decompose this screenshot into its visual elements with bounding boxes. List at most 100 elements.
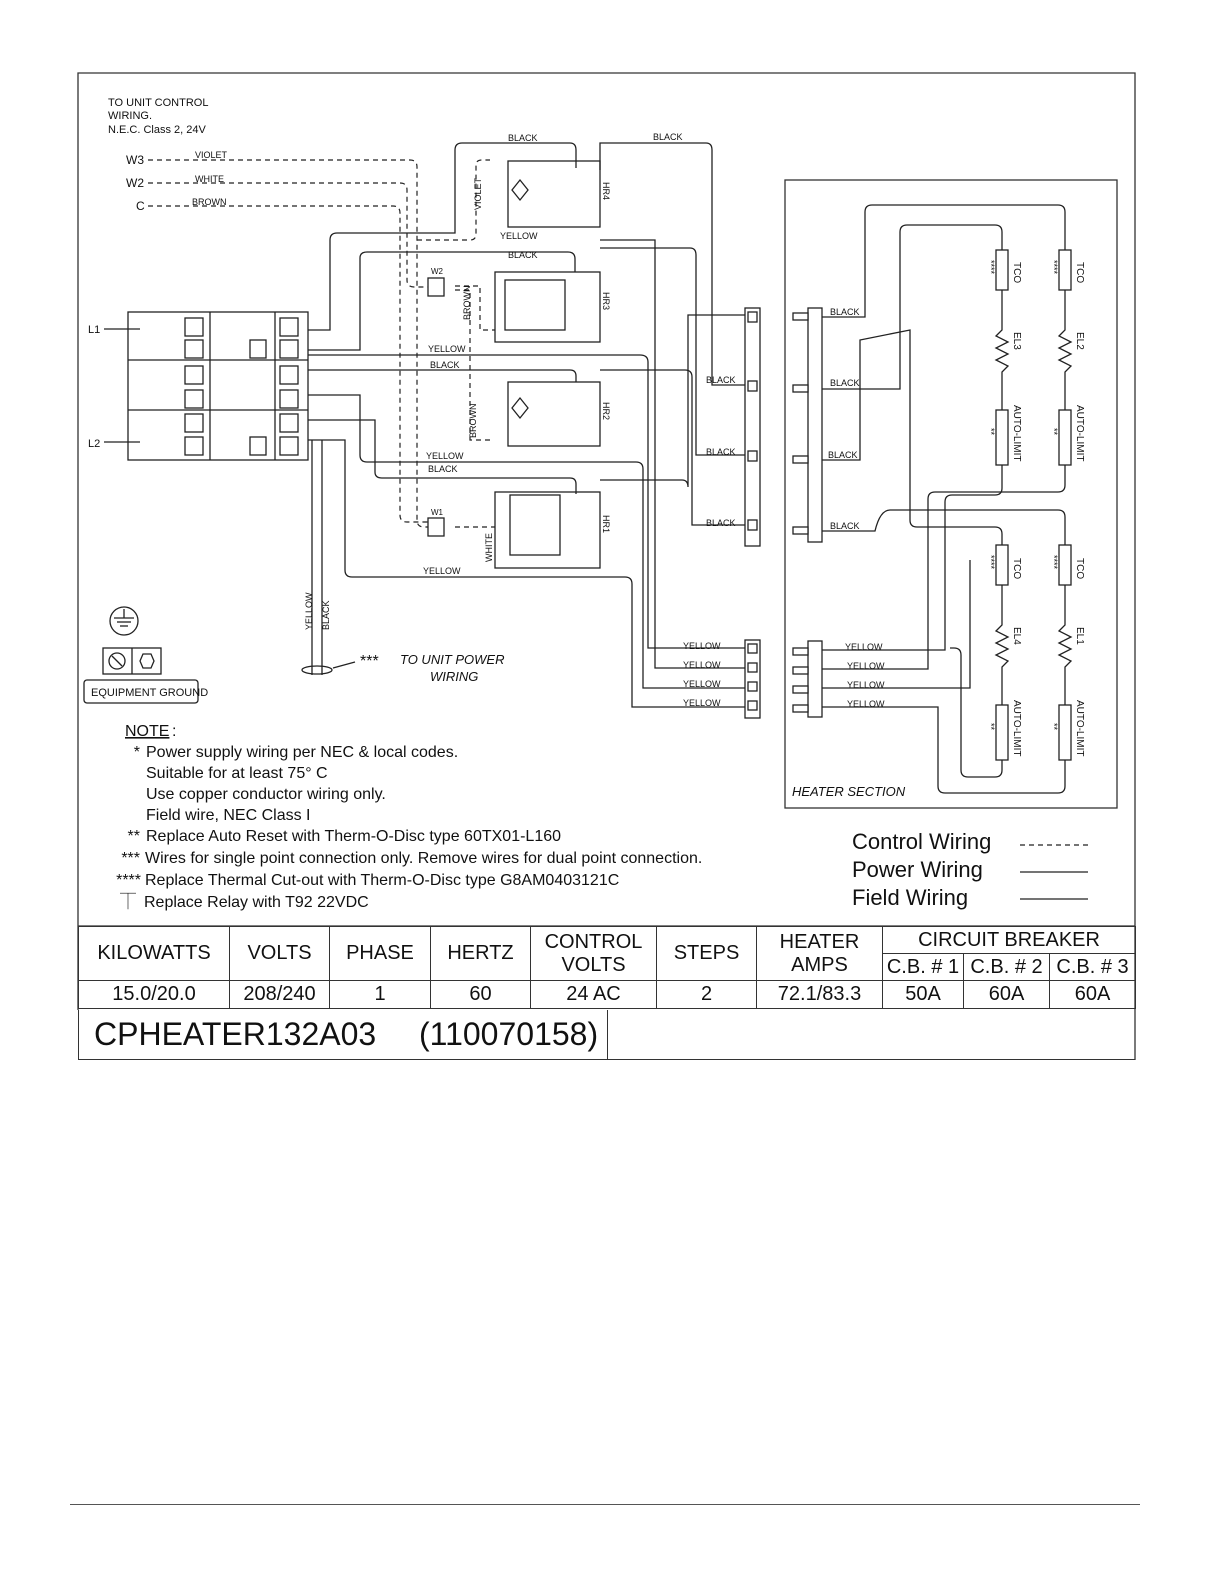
limit-el1-label: AUTO-LIMIT — [1074, 700, 1085, 756]
power-wire-yellow-1 — [308, 354, 745, 649]
value-cb3: 60A — [1048, 980, 1137, 1009]
heater-wire-black-3: BLACK — [828, 450, 858, 460]
heater-section-label: HEATER SECTION — [792, 784, 906, 799]
heater-wire-yellow-4: YELLOW — [847, 699, 885, 709]
value-cb2: 60A — [963, 980, 1050, 1009]
limit-el3-label: AUTO-LIMIT — [1011, 405, 1022, 461]
connector-heater-yellow — [792, 640, 823, 718]
relay-hr2 — [507, 381, 601, 447]
element-el3-label: EL3 — [1011, 332, 1022, 350]
tco-el3-label: TCO — [1011, 262, 1022, 283]
legend-power-label: Power Wiring — [852, 857, 983, 882]
heater-section-box — [784, 179, 1118, 809]
field-wire-bundle — [301, 665, 333, 675]
power-wire-hr2-out — [600, 369, 745, 526]
connector-heater-black — [792, 307, 823, 543]
heater-wire-el2 — [822, 204, 1066, 318]
limit-el3-mark: ** — [986, 428, 996, 436]
wire-label-black-6: BLACK — [706, 375, 736, 385]
note-text-2: Suitable for at least 75° C — [146, 765, 328, 782]
header-kilowatts: KILOWATTS — [78, 926, 230, 981]
control-wire-brown-hr2 — [455, 289, 490, 441]
wire-label-yellow-1: YELLOW — [500, 231, 538, 241]
terminal-screws — [184, 317, 299, 456]
control-note-line-3: N.E.C. Class 2, 24V — [108, 124, 206, 136]
field-wire-leader — [332, 661, 356, 669]
heater-wire-black-4: BLACK — [830, 521, 860, 531]
wire-label-violet-relay: VIOLET — [473, 177, 483, 210]
header-control-volts-line-2: VOLTS — [561, 953, 626, 976]
heater-wire-yellow-1: YELLOW — [845, 642, 883, 652]
plug-w1 — [427, 517, 445, 537]
value-phase: 1 — [329, 980, 431, 1009]
wire-label-black-8: BLACK — [706, 518, 736, 528]
wire-label-brown: BROWN — [192, 197, 227, 207]
header-circuit-breaker: CIRCUIT BREAKER — [881, 926, 1137, 954]
notes-list: * Power supply wiring per NEC & local co… — [116, 744, 702, 911]
control-wire-c — [148, 205, 428, 523]
heater-wire-limit-3 — [822, 465, 1003, 651]
tco-el3-mark: **** — [986, 260, 996, 275]
value-heater-amps: 72.1/83.3 — [756, 980, 883, 1009]
wire-label-black-1: BLACK — [508, 133, 538, 143]
wiring-legend: Control Wiring Power Wiring Field Wiring — [852, 829, 1088, 910]
legend-field-label: Field Wiring — [852, 885, 968, 910]
heater-wire-el1 — [822, 509, 1066, 545]
terminal-block — [127, 311, 309, 461]
control-note-line-1: TO UNIT CONTROL — [108, 97, 208, 109]
power-wire-black-1 — [308, 419, 577, 494]
power-wire-hr4-out — [599, 142, 745, 386]
power-wire-hr3-out — [600, 247, 745, 456]
model-code: CPHEATER132A03 — [94, 1016, 377, 1052]
note-text-6: Wires for single point connection only. … — [145, 850, 702, 867]
wire-label-white-hr1: WHITE — [484, 533, 494, 562]
tco-el4-label: TCO — [1011, 558, 1022, 579]
wire-label-violet: VIOLET — [195, 150, 228, 160]
model-part-number: (110070158) — [419, 1016, 599, 1052]
limit-el2-mark: ** — [1049, 428, 1059, 436]
model-row: CPHEATER132A03 (110070158) — [78, 1010, 1135, 1060]
control-wire-violet-relay — [417, 159, 490, 241]
note-text-7: Replace Thermal Cut-out with Therm-O-Dis… — [145, 872, 619, 889]
element-el2-label: EL2 — [1074, 332, 1085, 350]
connector-power-yellow — [744, 639, 761, 719]
relay-hr4-label: HR4 — [601, 182, 611, 200]
control-note-line-2: WIRING. — [108, 110, 152, 122]
wire-label-white: WHITE — [195, 174, 224, 184]
heater-components — [994, 249, 1073, 761]
control-wire-w3 — [148, 159, 428, 528]
wire-label-yellow-8: YELLOW — [683, 698, 721, 708]
wire-label-brown-hr2: BROWN — [468, 404, 478, 439]
element-el4-label: EL4 — [1011, 627, 1022, 645]
heater-wire-limit-2 — [822, 465, 1066, 670]
relay-hr2-label: HR2 — [601, 402, 611, 420]
tco-el2-mark: **** — [1049, 260, 1059, 275]
value-steps: 2 — [656, 980, 757, 1009]
line-l2: L2 — [88, 438, 100, 450]
heater-wire-yellow-3: YELLOW — [847, 680, 885, 690]
header-hertz: HERTZ — [430, 926, 531, 981]
wire-label-yellow-2: YELLOW — [428, 344, 466, 354]
ground-symbol-icon — [109, 606, 139, 636]
wire-label-black-2: BLACK — [653, 132, 683, 142]
relay-hr4 — [507, 160, 601, 228]
wire-label-yellow-6: YELLOW — [683, 660, 721, 670]
spec-table: KILOWATTS VOLTS PHASE HERTZ CONTROL VOLT… — [78, 926, 1137, 1009]
header-cb3: C.B. # 3 — [1048, 953, 1137, 981]
note-mark-6: *** — [121, 850, 140, 867]
header-phase: PHASE — [329, 926, 431, 981]
plug-w2-label: W2 — [431, 267, 444, 276]
wire-label-black-3: BLACK — [508, 250, 538, 260]
ground-lug-icon — [102, 647, 162, 675]
legend-control-label: Control Wiring — [852, 829, 991, 854]
header-heater-amps-line-1: HEATER — [779, 930, 860, 953]
wire-label-black-5: BLACK — [428, 464, 458, 474]
footer-rule — [70, 1504, 1140, 1505]
tco-el1-mark: **** — [1049, 555, 1059, 570]
header-heater-amps: HEATER AMPS — [756, 926, 883, 981]
tco-el1-label: TCO — [1074, 558, 1085, 579]
model-divider — [607, 1010, 608, 1060]
header-cb1: C.B. # 1 — [882, 953, 964, 981]
element-el1-label: EL1 — [1074, 627, 1085, 645]
plug-w2 — [427, 277, 445, 297]
